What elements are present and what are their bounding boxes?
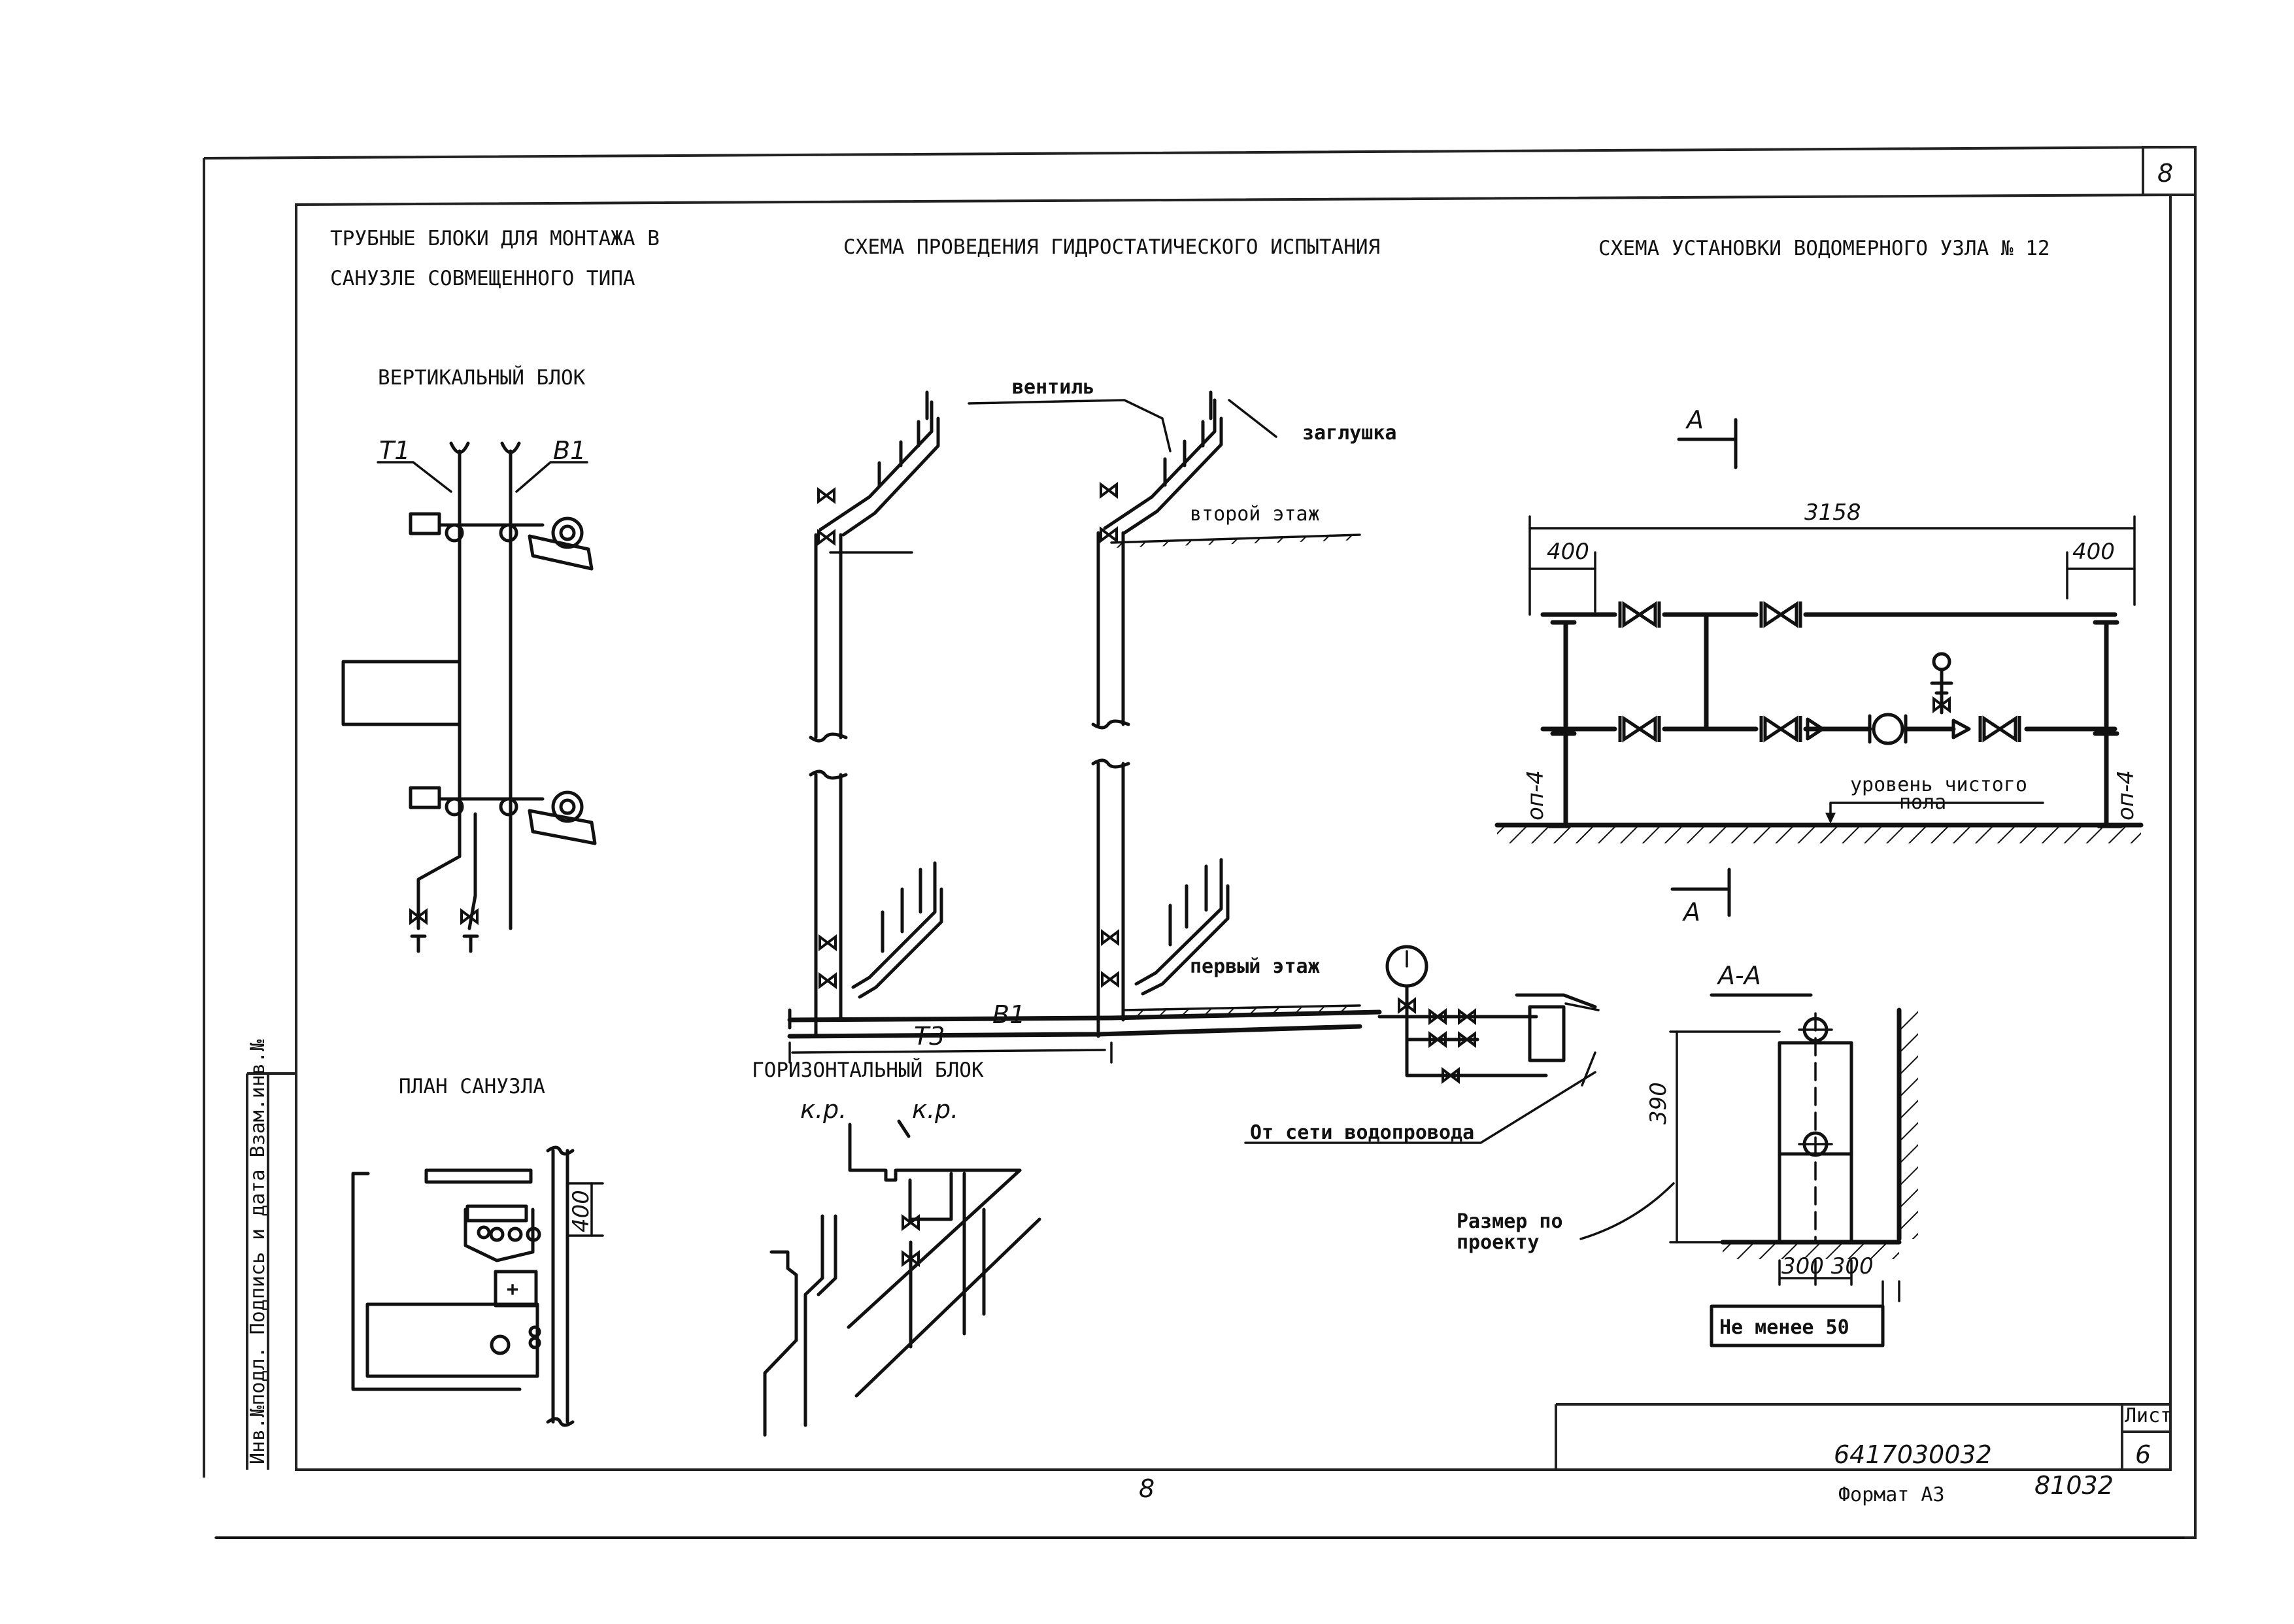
horizontal-block-title: ГОРИЗОНТАЛЬНЫЙ БЛОК <box>752 1058 984 1082</box>
section3-title: СХЕМА УСТАНОВКИ ВОДОМЕРНОГО УЗЛА № 12 <box>1598 237 2050 260</box>
floor-level-line1: уровень чистого <box>1850 773 2027 796</box>
stamp-number: 81032 <box>2034 1471 2114 1500</box>
section2-title: СХЕМА ПРОВЕДЕНИЯ ГИДРОСТАТИЧЕСКОГО ИСПЫТ… <box>843 235 1380 259</box>
kp-label-2: к.р. <box>912 1095 958 1124</box>
section-aa-drawing <box>1579 1007 1918 1347</box>
section1-title-line1: ТРУБНЫЕ БЛОКИ ДЛЯ МОНТАЖА В <box>330 227 660 250</box>
min-note: Не менее 50 <box>1719 1316 1849 1339</box>
pipe-label-b1: В1 <box>992 1000 1025 1029</box>
valve-label: вентиль <box>1012 376 1094 399</box>
left-dimension: 400 <box>1547 539 1589 565</box>
section-aa-title: А-А <box>1716 961 1761 990</box>
meter-assembly-drawing <box>1494 515 2144 843</box>
corner-page-number: 8 <box>2157 159 2173 188</box>
kp-label-1: к.р. <box>800 1095 847 1124</box>
format-label: Формат А3 <box>1838 1483 1945 1506</box>
svg-text:+: + <box>507 1278 518 1301</box>
sheet-number: 6 <box>2135 1440 2151 1469</box>
from-network-label: От сети водопровода <box>1250 1121 1474 1144</box>
sheet-frame <box>203 145 2197 1539</box>
size-note-line2: проекту <box>1457 1231 1539 1254</box>
section-mark-top: А <box>1685 405 1704 434</box>
label-t1: Т1 <box>379 436 410 465</box>
first-floor-label: первый этаж <box>1190 955 1320 978</box>
second-floor-label: второй этаж <box>1190 503 1320 526</box>
side-stamp: Инв.№подл. Подпись и дата Взам.инв.№ <box>246 1040 269 1464</box>
test-scheme-drawing <box>787 390 1600 1144</box>
document-code: 6417030032 <box>1834 1440 1992 1469</box>
support-left-label: оп-4 <box>1523 770 1549 820</box>
height-dimension: 390 <box>1645 1082 1672 1125</box>
floor-level-line2: пола <box>1899 791 1946 814</box>
plan-title: ПЛАН САНУЗЛА <box>399 1075 545 1098</box>
sheet-label: Лист <box>2125 1404 2172 1427</box>
overall-dimension: 3158 <box>1804 499 1861 526</box>
horizontal-block-drawing <box>763 1119 1041 1437</box>
vertical-block-drawing <box>341 441 597 953</box>
support-right-label: оп-4 <box>2113 770 2139 820</box>
label-b1: В1 <box>553 436 586 465</box>
vertical-block-title: ВЕРТИКАЛЬНЫЙ БЛОК <box>378 366 586 390</box>
section1-title-line2: САНУЗЛЕ СОВМЕЩЕННОГО ТИПА <box>330 267 635 290</box>
bathroom-plan: + <box>351 1145 604 1427</box>
bottom-page-number: 8 <box>1139 1474 1155 1503</box>
size-note-line1: Размер по <box>1457 1210 1563 1233</box>
right-dimension: 400 <box>2072 539 2115 565</box>
plan-dim-400: 400 <box>568 1190 594 1232</box>
plug-label: заглушка <box>1302 422 1397 445</box>
section-mark-bottom: А <box>1681 898 1700 926</box>
